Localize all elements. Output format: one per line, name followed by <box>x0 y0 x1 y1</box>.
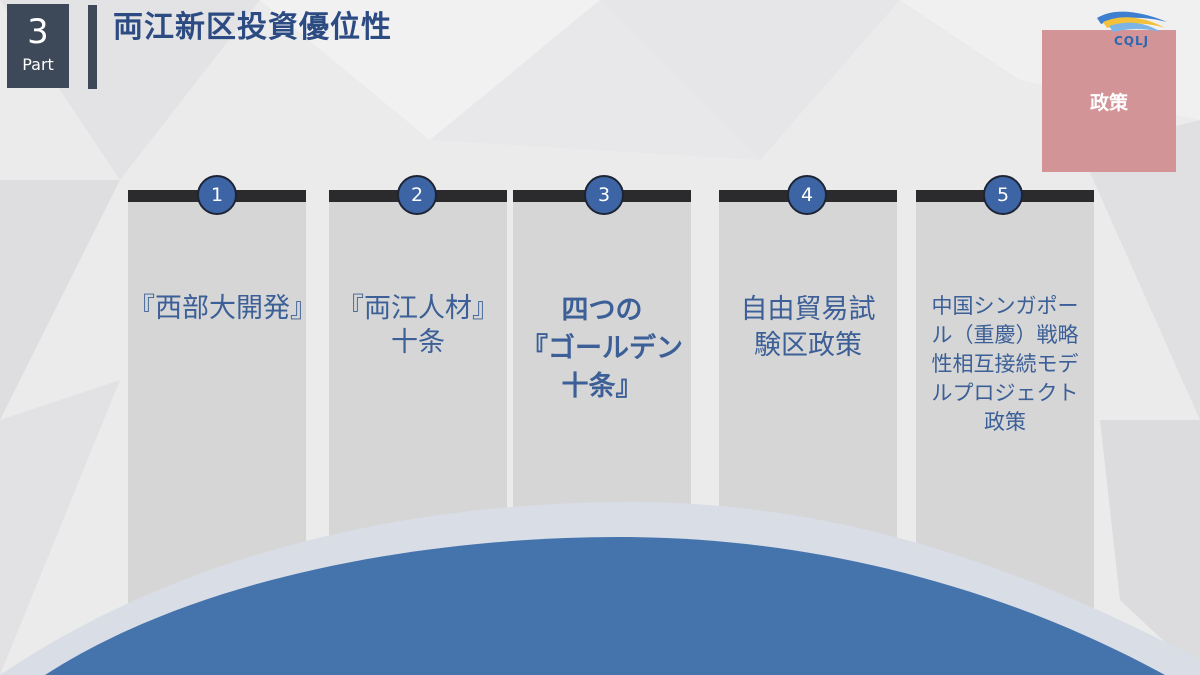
column-text: 『西部大開発』 <box>128 292 317 326</box>
column-text-line: 十条 <box>391 327 445 358</box>
column-text: 自由貿易試 験区政策 <box>719 292 897 364</box>
column-number-badge: 1 <box>197 175 237 215</box>
column-text-line: ルプロジェクト <box>931 381 1079 405</box>
column-text-line: 自由貿易試 <box>740 294 876 325</box>
policy-column-5: 5 中国シンガポー ル（重慶）戦略 性相互接続モデ ルプロジェクト 政策 <box>916 175 1094 675</box>
column-text: 『両江人材』 十条 <box>329 292 507 360</box>
part-number: 3 <box>27 12 49 52</box>
column-text-line: 十条』 <box>561 371 643 402</box>
policy-column-4: 4 自由貿易試 験区政策 <box>719 175 897 675</box>
column-text-line: 四つの <box>561 295 643 326</box>
column-number-badge: 4 <box>787 175 827 215</box>
policy-column-3: 3 四つの 『ゴールデン 十条』 <box>513 175 691 675</box>
column-text-line: 験区政策 <box>754 330 862 361</box>
policy-tag-label: 政策 <box>1089 91 1128 114</box>
part-label: Part <box>22 55 54 74</box>
column-text-line: 性相互接続モデ <box>931 352 1079 376</box>
part-badge: 3 Part <box>7 4 69 88</box>
policy-column-2: 2 『両江人材』 十条 <box>329 175 507 675</box>
logo-text: CQLJ <box>1114 34 1150 48</box>
page-title: 両江新区投資優位性 <box>113 10 392 45</box>
column-number-badge: 3 <box>584 175 624 215</box>
column-text-line: 『西部大開発』 <box>128 293 317 324</box>
column-text-line: 政策 <box>984 410 1026 434</box>
policy-column-1: 1 『西部大開発』 <box>128 175 317 675</box>
column-text: 中国シンガポー ル（重慶）戦略 性相互接続モデ ルプロジェクト 政策 <box>916 292 1094 437</box>
column-text-line: 中国シンガポー <box>931 294 1079 318</box>
policy-tag: 政策 <box>1042 30 1176 172</box>
cqlj-logo-icon <box>1097 11 1167 32</box>
column-number-badge: 2 <box>397 175 437 215</box>
column-text-line: 『両江人材』 <box>337 293 499 324</box>
column-text-line: 『ゴールデン <box>521 333 683 364</box>
column-text: 四つの 『ゴールデン 十条』 <box>513 292 691 406</box>
column-text-line: ル（重慶）戦略 <box>931 323 1079 347</box>
title-divider <box>88 5 97 89</box>
column-number-badge: 5 <box>983 175 1023 215</box>
